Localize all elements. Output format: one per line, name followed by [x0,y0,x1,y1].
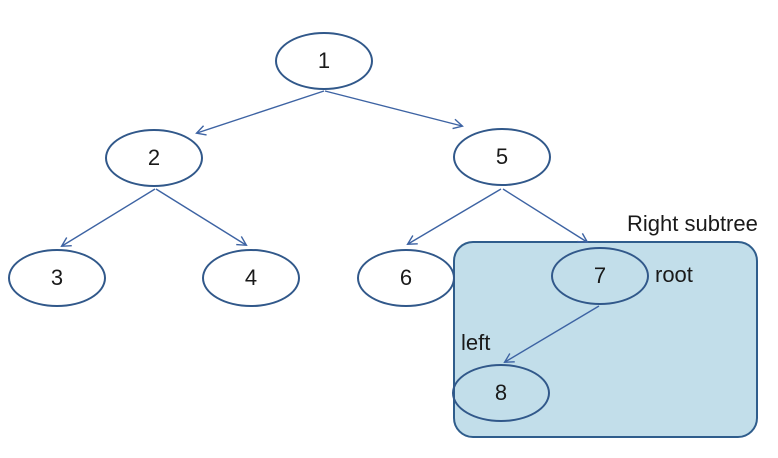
root-label: root [655,262,693,287]
edge-5-7 [502,188,589,244]
node-label: 3 [50,265,64,290]
tree-node-8: 8 [452,364,550,422]
node-label: 1 [317,48,331,73]
right-subtree-label: Right subtree [627,211,758,236]
edge-2-3 [60,188,156,248]
left-label: left [461,330,491,355]
tree-node-3: 3 [8,249,106,307]
tree-node-5: 5 [453,128,551,186]
node-label: 7 [593,263,607,288]
node-label: 8 [494,380,508,405]
tree-node-7: 7 [551,247,649,305]
edge-2-4 [155,188,248,247]
node-label: 5 [495,144,509,169]
tree-node-1: 1 [275,32,373,90]
edge-5-6 [406,188,502,246]
node-label: 2 [147,145,161,170]
node-label: 4 [244,265,258,290]
edge-1-5 [324,90,464,130]
tree-node-4: 4 [202,249,300,307]
edge-1-2 [195,90,325,136]
tree-node-6: 6 [357,249,455,307]
node-label: 6 [399,265,413,290]
tree-node-2: 2 [105,129,203,187]
